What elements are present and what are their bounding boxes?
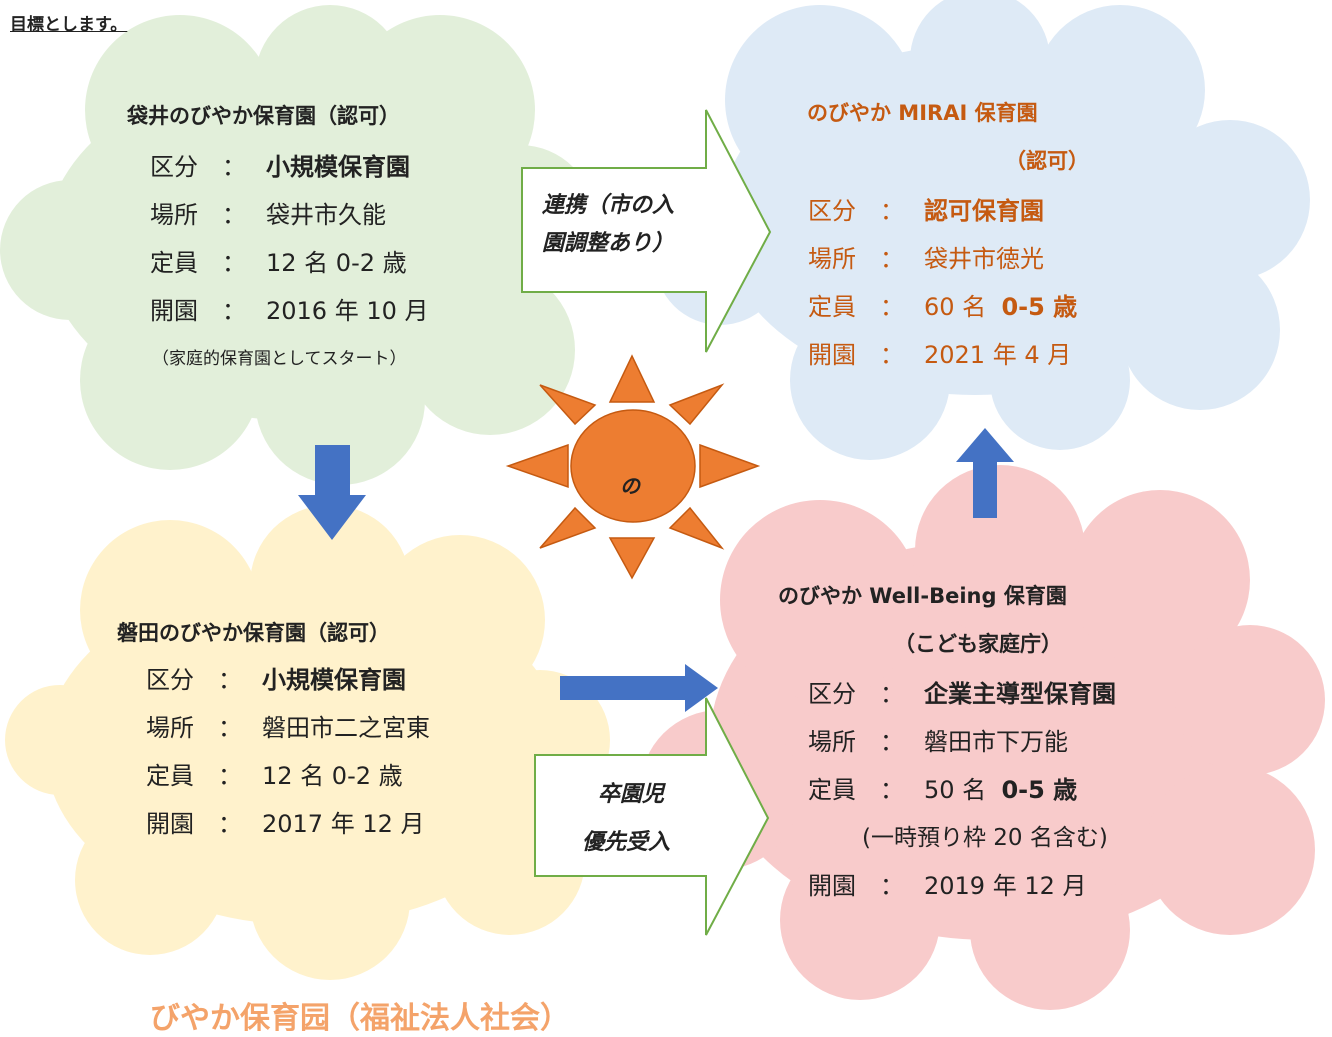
fukuroi-row-basho: 場所：袋井市久能: [150, 201, 386, 229]
cloud-iwata: [5, 505, 610, 980]
mirai-row-basho: 場所：袋井市徳光: [808, 245, 1044, 273]
iwata-row-teiin: 定員：12 名 0-2 歳: [146, 762, 403, 790]
callout-arrow-sotsuen: [534, 697, 770, 936]
wellbeing-title-line2: （こども家庭庁）: [894, 632, 1062, 656]
wellbeing-row-kubun: 区分：企業主導型保育園: [808, 680, 1116, 708]
iwata-row-basho: 場所：磐田市二之宮東: [146, 714, 430, 742]
callout-renkei-text: 連携（市の入 園調整あり）: [542, 193, 675, 256]
mirai-title-line1: のびやか MIRAI 保育園: [807, 101, 1038, 125]
cloud-wellbeing: [640, 465, 1325, 1010]
iwata-title: 磐田のびやか保育園（認可）: [117, 621, 390, 645]
fukuroi-row-teiin: 定員：12 名 0-2 歳: [150, 249, 407, 277]
wellbeing-row-teiin: 定員：50 名 0-5 歳: [808, 776, 1078, 804]
arrow-down-to-iwata: [298, 445, 366, 540]
sun-label: の: [620, 474, 640, 498]
wellbeing-row-basho: 場所：磐田市下万能: [808, 728, 1068, 756]
fukuroi-row-kubun: 区分：小規模保育園: [150, 153, 410, 181]
diagram-background: [0, 0, 1325, 1010]
mirai-row-teiin: 定員：60 名 0-5 歳: [808, 293, 1078, 321]
fukuroi-note: （家庭的保育園としてスタート）: [152, 349, 407, 369]
iwata-row-kubun: 区分：小規模保育園: [146, 666, 406, 694]
wellbeing-note: (一時預り枠 20 名含む): [862, 825, 1108, 851]
wellbeing-row-kaien: 開園：2019 年 12 月: [808, 872, 1087, 900]
mirai-title-line2: （認可）: [1005, 149, 1089, 173]
fukuroi-title: 袋井のびやか保育園（認可）: [127, 104, 400, 128]
fukuroi-row-kaien: 開園：2016 年 10 月: [150, 297, 429, 325]
arrow-up-to-mirai: [956, 428, 1014, 518]
wellbeing-title-line1: のびやか Well-Being 保育園: [778, 584, 1067, 608]
callout-sotsuen-text: 卒園児 優先受入: [582, 782, 671, 855]
mirai-row-kubun: 区分：認可保育園: [808, 197, 1044, 225]
callout-arrow-renkei: [521, 109, 772, 353]
header-text: 目標とします。: [10, 15, 128, 35]
cloud-fukuroi: [0, 5, 595, 485]
mirai-row-kaien: 開園：2021 年 4 月: [808, 341, 1072, 369]
arrow-right-to-wellbeing: [560, 664, 718, 712]
sun-icon: [505, 354, 761, 580]
iwata-row-kaien: 開園：2017 年 12 月: [146, 810, 425, 838]
footer-partial-title: びやか保育园（福祉法人社会）: [150, 1001, 570, 1036]
